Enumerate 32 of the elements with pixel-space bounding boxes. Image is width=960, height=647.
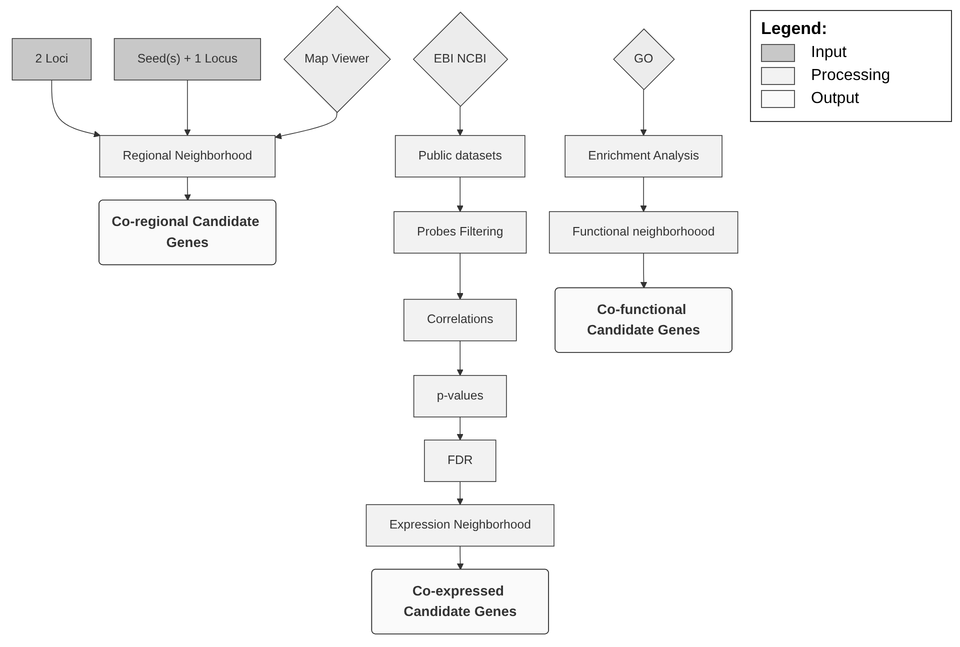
arrow (640, 252, 648, 288)
arrow (456, 416, 464, 440)
node-box: FDR (424, 440, 496, 482)
arrow (51, 80, 100, 138)
legend-label: Input (811, 44, 847, 62)
arrow (640, 89, 647, 136)
node-box: Public datasets (394, 135, 526, 178)
legend-title: Legend: (761, 19, 828, 39)
arrow (184, 176, 191, 201)
arrow (456, 252, 464, 300)
node-diamond: EBI NCBI (412, 12, 508, 107)
arrow (640, 176, 647, 212)
node-box: Expression Neighborhood (366, 504, 554, 547)
arrow (456, 340, 464, 376)
node-box: Functional neighborhoood (548, 211, 738, 254)
node-box: Correlations (404, 298, 517, 342)
node-box: Probes Filtering (394, 211, 527, 254)
node-box: 2 Loci (12, 38, 92, 80)
node-box: p-values (413, 375, 507, 418)
legend-label: Processing (811, 67, 890, 85)
arrow (184, 80, 191, 136)
arrow (456, 106, 464, 136)
node-box: Enrichment Analysis (564, 135, 722, 178)
arrow (274, 112, 338, 140)
node-diamond: GO (613, 28, 675, 90)
arrow (456, 546, 464, 570)
arrow (456, 481, 464, 505)
arrow (456, 176, 464, 212)
legend-label: Output (811, 90, 860, 108)
node-box: Seed(s) + 1 Locus (114, 38, 261, 80)
node-box: Regional Neighborhood (99, 135, 276, 178)
node-diamond: Map Viewer (284, 6, 391, 113)
